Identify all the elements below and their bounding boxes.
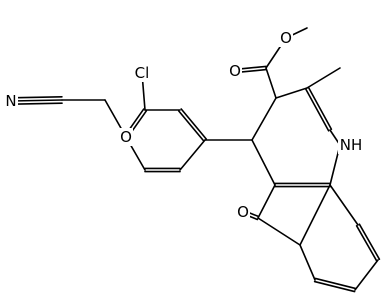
bond-single — [354, 259, 379, 291]
atom-label-o-ketone: O — [237, 203, 249, 221]
bond-single — [299, 184, 331, 246]
atom-label-chlorine: Cl — [135, 64, 150, 82]
bond-single — [265, 67, 277, 99]
bond-single — [257, 217, 301, 246]
bond-double-b — [355, 224, 378, 262]
bond-single — [257, 184, 276, 219]
atom-nitrile-n: N — [4, 92, 18, 110]
bond-triple-b — [10, 102, 63, 105]
bond-single — [179, 139, 206, 171]
bond-double-a — [313, 280, 356, 293]
bond-single — [251, 139, 276, 186]
atom-chlorine: Cl — [131, 64, 153, 82]
atom-nh: NH — [338, 136, 364, 154]
bond-single — [299, 244, 316, 281]
bond-single — [306, 67, 341, 89]
atom-labels: O O Cl N O NH O — [4, 29, 364, 221]
bond-double-b — [314, 277, 357, 290]
atom-o-ketone: O — [236, 203, 250, 221]
bond-single — [251, 97, 277, 141]
bond-double-a — [304, 87, 330, 132]
bond-double-b — [177, 110, 205, 142]
bond-double-a — [358, 223, 381, 261]
atom-label-nitrile-n: N — [5, 92, 16, 110]
bond-double-a — [180, 108, 208, 140]
atom-o-ester-carbonyl: O — [228, 62, 242, 80]
bond-single — [275, 87, 308, 99]
bonds — [10, 27, 381, 293]
bond-triple-center — [10, 99, 63, 102]
bond-single — [329, 184, 359, 226]
atom-o-aryl-ether: O — [119, 128, 133, 146]
atom-label-o-ester-carbonyl: O — [229, 62, 241, 80]
atom-label-nh: NH — [340, 136, 363, 154]
bond-double-b — [307, 86, 333, 131]
atom-o-ether-methyl: O — [279, 29, 293, 47]
atom-label-o-ether-methyl: O — [280, 29, 292, 47]
bond-triple-a — [10, 96, 63, 99]
atom-label-o-aryl-ether: O — [120, 128, 132, 146]
